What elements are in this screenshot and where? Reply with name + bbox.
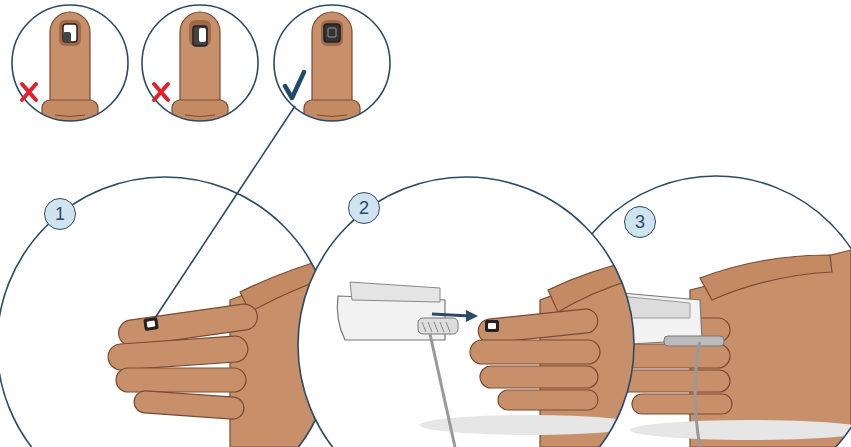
callout-bubble: 3 [624,206,656,238]
callout-number: 1 [55,205,65,223]
callout-bubble: 2 [348,192,380,224]
callout-number: 2 [359,199,369,217]
callout-bubble: 1 [44,198,76,230]
callout-number: 3 [635,213,645,231]
